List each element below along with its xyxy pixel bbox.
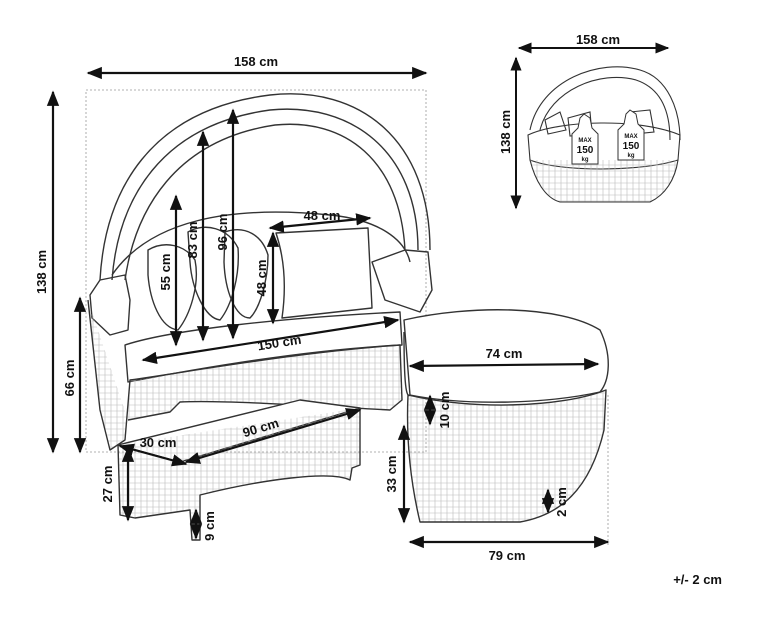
- tolerance-note: +/- 2 cm: [673, 572, 722, 587]
- dim-line-pillow-width: [268, 213, 372, 233]
- label-seat-width: 150 cm: [256, 332, 302, 354]
- label-ottoman-height: 33 cm: [384, 456, 399, 493]
- svg-text:kg: kg: [581, 157, 588, 163]
- label-pillow-width: 48 cm: [304, 208, 341, 223]
- svg-text:MAX: MAX: [578, 138, 591, 144]
- thumb-label-width: 158 cm: [576, 32, 620, 47]
- label-ottoman-foot: 2 cm: [554, 487, 569, 517]
- svg-text:150: 150: [623, 141, 640, 152]
- svg-text:MAX: MAX: [624, 134, 637, 140]
- max-load-badge-right: MAX 150 kg: [617, 109, 645, 161]
- label-pillow-height: 48 cm: [254, 260, 269, 297]
- dim-line-seat-width: [141, 316, 400, 364]
- dimension-lines: [46, 66, 610, 549]
- thumb-label-height: 138 cm: [498, 110, 513, 154]
- svg-text:kg: kg: [627, 153, 634, 159]
- label-total-width: 158 cm: [234, 54, 278, 69]
- label-table-height: 27 cm: [100, 466, 115, 503]
- label-96: 96 cm: [215, 214, 230, 251]
- thumbnail-view: 158 cm 138 cm MAX 150 kg MAX 150 kg: [498, 32, 681, 210]
- label-ottoman-width: 74 cm: [486, 346, 523, 361]
- max-load-badge-left: MAX 150 kg: [571, 113, 599, 165]
- dim-line-ottoman-width: [408, 357, 600, 373]
- label-table-leg: 9 cm: [202, 511, 217, 541]
- label-table-depth: 30 cm: [140, 435, 177, 450]
- svg-text:150: 150: [577, 145, 594, 156]
- label-55: 55 cm: [158, 254, 173, 291]
- label-ottoman-base: 79 cm: [489, 548, 526, 563]
- label-seat-height: 66 cm: [62, 360, 77, 397]
- dim-line-table-width: [184, 408, 362, 464]
- label-ottoman-cushion: 10 cm: [437, 392, 452, 429]
- label-83: 83 cm: [185, 222, 200, 259]
- label-total-height: 138 cm: [34, 250, 49, 294]
- dimension-labels: 158 cm 138 cm 66 cm 55 cm 83 cm 96 cm 48…: [34, 54, 569, 563]
